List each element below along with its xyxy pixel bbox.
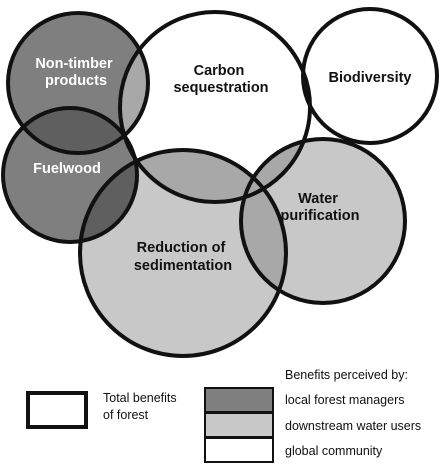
sedimentation-outline: [78, 148, 288, 358]
legend-total-swatch: [26, 391, 88, 429]
water-purification-label: Water purification: [281, 191, 360, 224]
legend: Total benefits of forest Benefits percei…: [26, 368, 421, 463]
legend-total-label: Total benefits of forest: [103, 391, 180, 422]
circle-outlines: [1, 7, 439, 358]
water-purification-outline: [239, 137, 407, 305]
non-timber-label: Non-timber products: [35, 56, 116, 89]
legend-swatch-local: [204, 387, 274, 413]
biodiversity-outline: [301, 7, 439, 145]
legend-label-downstream: downstream water users: [285, 419, 421, 433]
biodiversity-fill: [303, 9, 437, 143]
legend-swatch-global: [204, 437, 274, 463]
sedimentation-label: Reduction of sedimentation: [134, 240, 232, 274]
fuelwood-outline: [1, 106, 139, 244]
carbon-label: Carbon sequestration: [173, 63, 268, 96]
legend-perceived-title: Benefits perceived by:: [285, 368, 408, 382]
legend-swatch-downstream: [204, 412, 274, 438]
fuelwood-label: Fuelwood: [33, 161, 101, 177]
legend-label-local: local forest managers: [285, 393, 405, 407]
biodiversity-label: Biodiversity: [329, 70, 412, 86]
non-timber-outline: [6, 11, 150, 155]
legend-label-global: global community: [285, 444, 383, 458]
circle-labels: Non-timber products Fuelwood Carbon sequ…: [33, 56, 411, 274]
